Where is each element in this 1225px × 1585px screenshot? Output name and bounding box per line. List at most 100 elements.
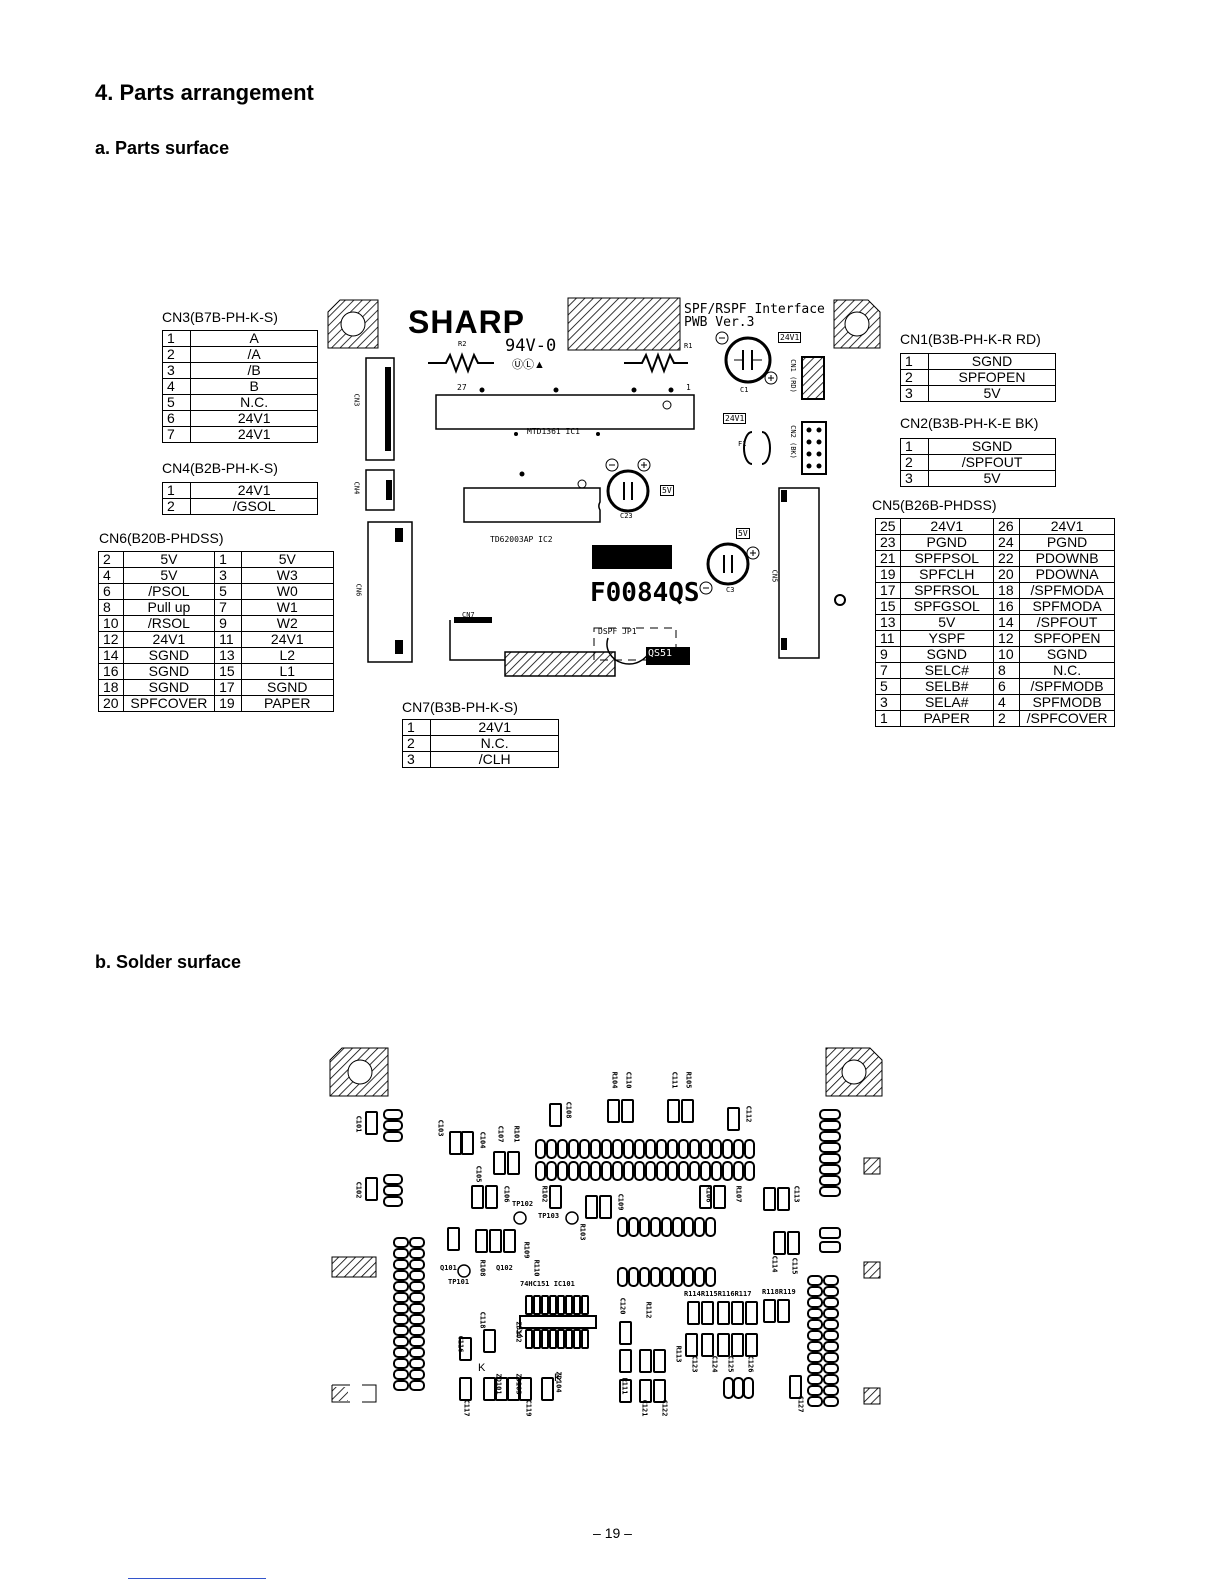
chip-component — [475, 1229, 488, 1253]
cn6-pin-number: 3 — [214, 567, 242, 584]
chip-component — [701, 1333, 714, 1357]
solder-pad — [409, 1259, 425, 1270]
solder-pad — [409, 1380, 425, 1391]
solder-pad — [409, 1281, 425, 1292]
connector-cn4-body — [365, 469, 395, 511]
ic101-pin — [541, 1295, 549, 1315]
cn3-pin-number: 7 — [161, 426, 192, 443]
solder-label-c118: C118 — [478, 1311, 487, 1329]
solder-hatch-left-mid — [331, 1256, 377, 1278]
solder-label-c126: C126 — [746, 1355, 755, 1373]
chip-component — [717, 1301, 730, 1325]
solder-pad — [661, 1217, 672, 1237]
solder-pad — [590, 1161, 601, 1181]
chip-component — [687, 1301, 700, 1325]
solder-label-c103: C103 — [436, 1119, 445, 1137]
c1-label: C1 — [740, 386, 749, 394]
solder-label-r112: R112 — [644, 1301, 653, 1319]
chip-component — [483, 1329, 496, 1353]
cn6-pin-signal: /PSOL — [122, 583, 216, 600]
cn6-pin-signal: 24V1 — [240, 631, 335, 648]
connector-cn7-body — [504, 651, 616, 677]
solder-label-c116: C116 — [456, 1335, 465, 1353]
chip-component — [619, 1349, 632, 1373]
solder-pad — [623, 1139, 634, 1159]
ic101-pin — [533, 1295, 541, 1315]
solder-pad — [628, 1267, 639, 1287]
ic101-pin — [541, 1329, 549, 1349]
solder-pad — [645, 1161, 656, 1181]
solder-label-c123: C123 — [690, 1355, 699, 1373]
c23-label: C23 — [620, 512, 633, 520]
connector-cn6-body — [367, 521, 413, 663]
solder-mount-pad-left — [329, 1047, 389, 1097]
cn3-title: CN3(B7B-PH-K-S) — [162, 309, 278, 325]
chip-component — [789, 1375, 802, 1399]
solder-pad — [393, 1248, 409, 1259]
solder-pad — [639, 1217, 650, 1237]
ic101-pin — [573, 1329, 581, 1349]
solder-label-c105: C105 — [474, 1165, 483, 1183]
capacitor-c3 — [699, 542, 760, 595]
cn5-pin-signal: /SPFMODB — [1019, 678, 1115, 695]
solder-pad — [823, 1297, 839, 1308]
solder-pad — [705, 1217, 716, 1237]
solder-pad — [393, 1380, 409, 1391]
solder-pad — [409, 1248, 425, 1259]
ic101-pin — [581, 1295, 589, 1315]
chip-component — [699, 1185, 712, 1209]
solder-label-c104: C104 — [478, 1131, 487, 1149]
solder-label-q102: Q102 — [496, 1264, 513, 1272]
solder-label-r111: R111 — [620, 1377, 629, 1395]
footer-link-line — [128, 1578, 266, 1579]
solder-pad — [634, 1161, 645, 1181]
chip-component — [541, 1377, 554, 1401]
chip-component — [493, 1151, 506, 1175]
solder-pad — [694, 1217, 705, 1237]
solder-pad — [823, 1385, 839, 1396]
solder-pad — [393, 1314, 409, 1325]
solder-pad — [650, 1267, 661, 1287]
chip-component — [619, 1321, 632, 1345]
ic101-pin — [557, 1329, 565, 1349]
cn3-pin-signal: N.C. — [190, 394, 318, 411]
solder-pad — [601, 1161, 612, 1181]
solder-pad — [617, 1267, 628, 1287]
chip-component — [471, 1185, 484, 1209]
solder-pad — [656, 1161, 667, 1181]
solder-pad — [557, 1161, 568, 1181]
solder-pad — [617, 1217, 628, 1237]
cn5-pin-signal: SPFCLH — [899, 566, 995, 583]
solder-pad — [819, 1131, 841, 1142]
zener-cathode-mark: K — [516, 1328, 524, 1340]
zener-cathode-mark: K — [554, 1372, 562, 1384]
v5-mark-c23: 5V — [660, 485, 674, 496]
cn5-pin-number: 17 — [875, 582, 901, 599]
solder-pad — [409, 1237, 425, 1248]
cn5-pin-number: 2 — [993, 710, 1021, 727]
solder-pad — [705, 1267, 716, 1287]
solder-label-c112: C112 — [744, 1105, 753, 1123]
solder-label-c113: C113 — [792, 1185, 801, 1203]
ic101-pin — [525, 1329, 533, 1349]
solder-label-r110: R110 — [532, 1259, 541, 1277]
cn6-pin-signal: Pull up — [122, 599, 216, 616]
solder-pad — [823, 1286, 839, 1297]
r2-label: R2 — [458, 340, 467, 348]
ic1-label: MTD1361 IC1 — [527, 427, 580, 436]
solder-pad — [807, 1374, 823, 1385]
cn5-pin-signal: SELA# — [899, 694, 995, 711]
page-heading: 4. Parts arrangement — [95, 80, 314, 105]
f1-label: F1 — [738, 440, 747, 448]
board-code: F0084QS — [590, 578, 700, 608]
solder-label-c101: C101 — [354, 1115, 363, 1133]
solder-pad — [807, 1297, 823, 1308]
solder-label-c114: C114 — [770, 1255, 779, 1273]
solder-pad — [683, 1217, 694, 1237]
chip-component — [599, 1195, 612, 1219]
solder-pad — [535, 1161, 546, 1181]
